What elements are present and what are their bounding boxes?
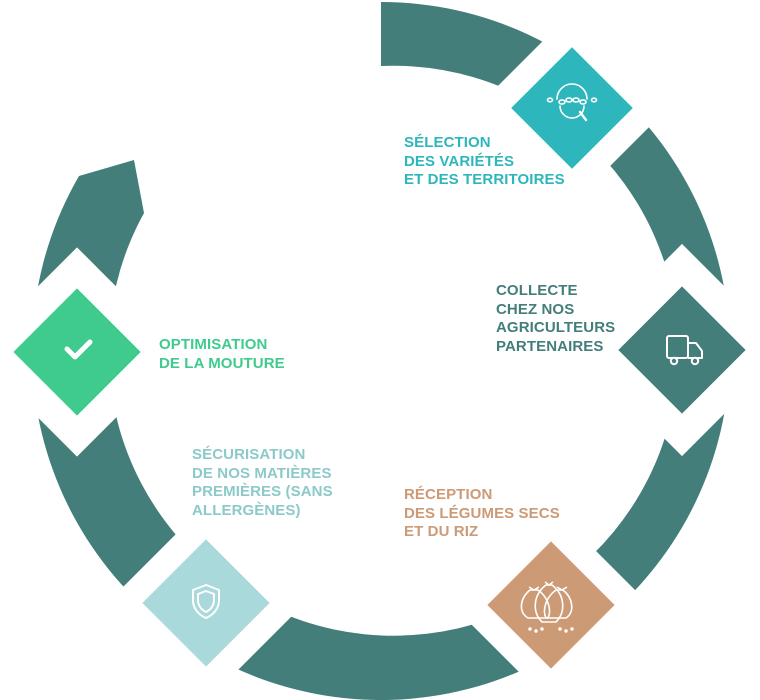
optimisation-label-line-1: OPTIMISATION (159, 336, 268, 353)
reception-label-line-2: DES LÉGUMES SECS (404, 504, 560, 522)
securisation-label-line-4: ALLERGÈNES) (192, 501, 301, 519)
securisation-label-line-3: PREMIÈRES (SANS (192, 483, 333, 500)
reception-label-line-1: RÉCEPTION (404, 486, 493, 503)
selection-diamond (511, 47, 633, 169)
selection-label-line-2: DES VARIÉTÉS (404, 152, 515, 170)
seeds-magnifier-icon (546, 83, 598, 122)
selection-label-line-3: ET DES TERRITOIRES (404, 171, 565, 188)
optimisation-label-line-2: DE LA MOUTURE (159, 354, 285, 372)
collecte-diamond (618, 286, 746, 414)
selection-label: SÉLECTION DES VARIÉTÉS ET DES TERRITOIRE… (404, 134, 565, 190)
reception-label-line-3: ET DU RIZ (404, 523, 479, 540)
checkmark-icon (64, 339, 93, 360)
selection-label-line-1: SÉLECTION (404, 134, 491, 151)
sacks-icon (520, 581, 574, 633)
truck-icon (666, 335, 703, 366)
collecte-label-line-4: PARTENAIRES (496, 337, 604, 355)
collecte-label-line-1: COLLECTE (496, 282, 578, 299)
securisation-label: SÉCURISATION DE NOS MATIÈRES PREMIÈRES (… (192, 446, 333, 520)
collecte-label-line-3: AGRICULTEURS (496, 319, 616, 336)
collecte-label-line-2: CHEZ NOS (496, 300, 575, 318)
reception-label: RÉCEPTION DES LÉGUMES SECS ET DU RIZ (404, 486, 560, 542)
optimisation-label: OPTIMISATION DE LA MOUTURE (159, 336, 285, 373)
collecte-label: COLLECTE CHEZ NOS AGRICULTEURS PARTENAIR… (496, 282, 615, 356)
securisation-label-line-1: SÉCURISATION (192, 446, 306, 463)
shield-icon (192, 584, 220, 619)
securisation-label-line-2: DE NOS MATIÈRES (192, 464, 332, 482)
